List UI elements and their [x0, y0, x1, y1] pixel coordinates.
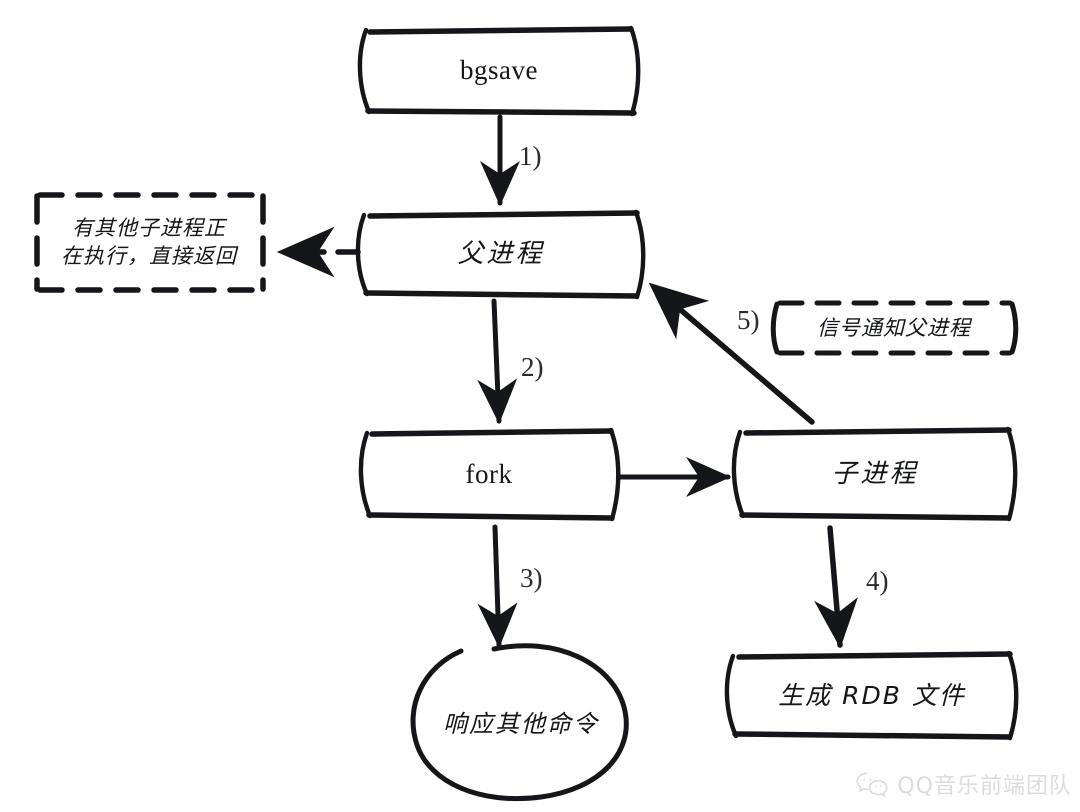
edge-fork-to-other-commands-arrow [477, 524, 518, 648]
node-fork-label: fork [465, 458, 513, 489]
step-label-2: 2) [521, 352, 544, 382]
watermark-text: QQ音乐前端团队 [897, 774, 1072, 799]
annotation-signal-note-text: 信号通知父进程 [817, 315, 971, 340]
node-fork[interactable]: fork [364, 431, 614, 518]
node-parent-process[interactable]: 父进程 [362, 213, 640, 296]
annotation-return-note-line2: 在执行，直接返回 [61, 244, 237, 268]
node-generate-rdb-file[interactable]: 生成 RDB 文件 [731, 654, 1013, 737]
annotation-return-note-line1: 有其他子进程正 [72, 215, 226, 240]
step-label-3: 3) [520, 563, 543, 593]
annotation-return-note: 有其他子进程正 在执行，直接返回 [33, 192, 265, 292]
annotation-return-note-text: 有其他子进程正 在执行，直接返回 [55, 214, 243, 271]
node-parent-process-label: 父进程 [457, 239, 545, 270]
node-bgsave[interactable]: bgsave [362, 28, 636, 113]
node-child-process-label: 子进程 [831, 458, 919, 489]
edge-child-to-rdb-arrow [814, 525, 858, 649]
step-label-4: 4) [866, 566, 889, 596]
watermark: QQ音乐前端团队 [855, 768, 1072, 800]
edge-parent-to-fork-arrow [477, 298, 518, 424]
node-generate-rdb-file-label: 生成 RDB 文件 [778, 680, 966, 710]
node-other-commands[interactable]: 响应其他命令 [410, 640, 632, 802]
wechat-icon [855, 771, 889, 798]
step-label-1: 1) [519, 141, 542, 171]
annotation-signal-note: 信号通知父进程 [773, 300, 1015, 356]
step-label-5: 5) [737, 305, 760, 335]
node-bgsave-label: bgsave [460, 54, 538, 85]
node-other-commands-label: 响应其他命令 [443, 709, 599, 738]
node-child-process[interactable]: 子进程 [738, 430, 1012, 518]
